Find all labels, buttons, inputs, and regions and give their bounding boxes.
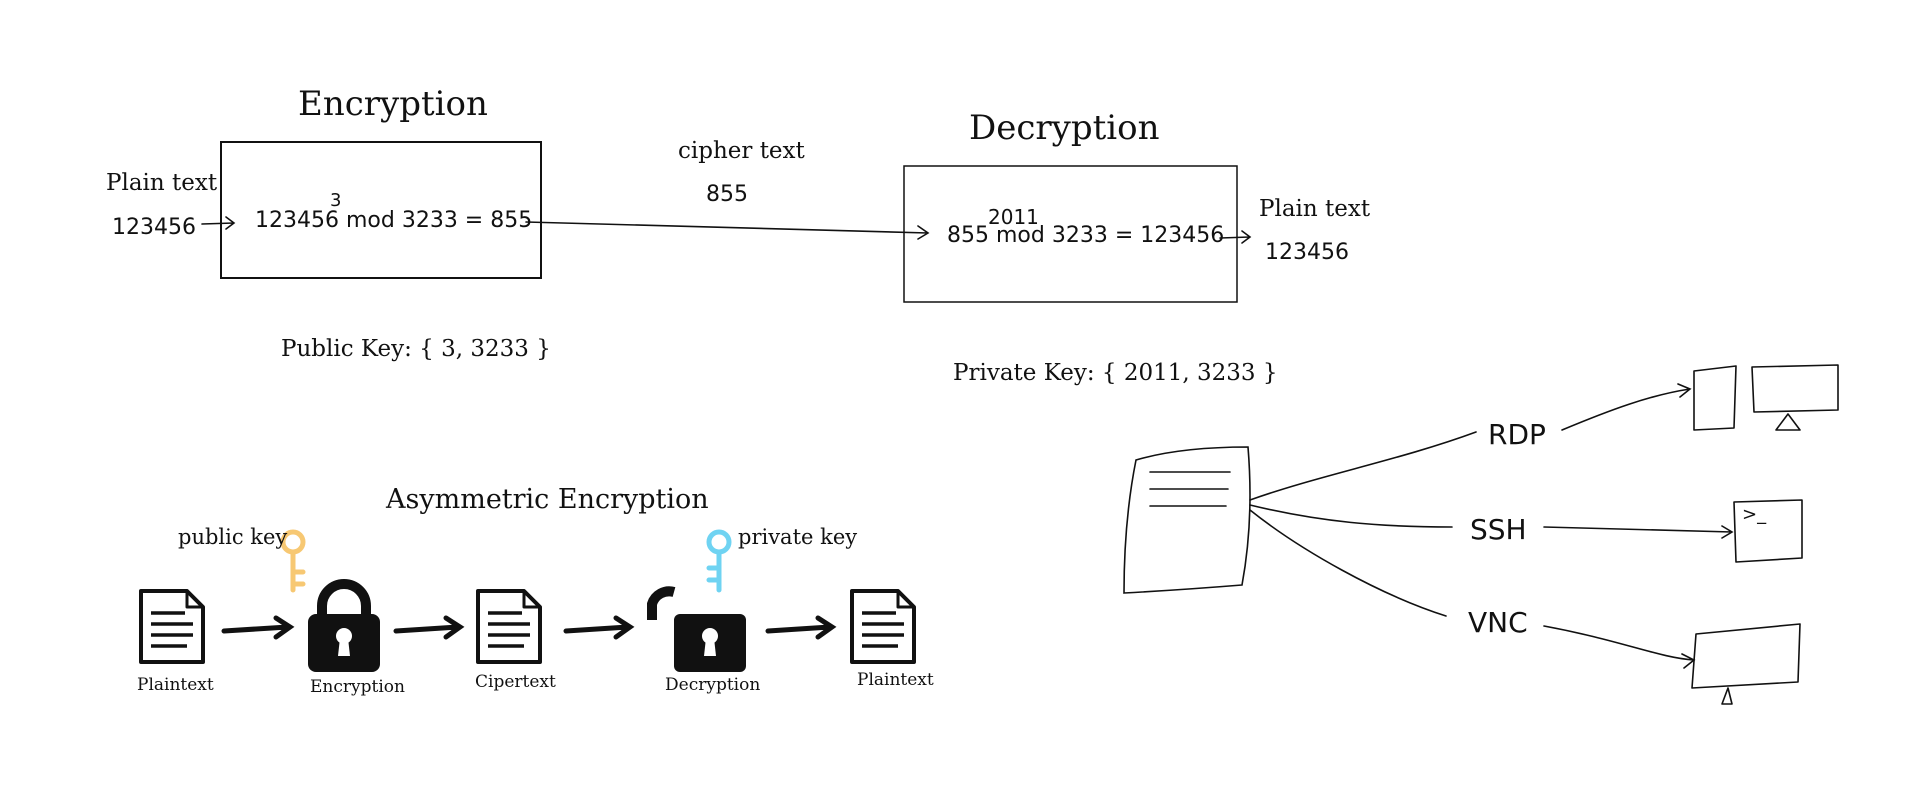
encryption-box [220,141,542,279]
connector-rdp [1249,431,1477,501]
arrow-vnc [1543,625,1696,669]
asymmetric-title: Asymmetric Encryption [386,484,709,515]
encryption-formula: 123456 mod 3233 = 855 [255,208,533,233]
key-icon-private [706,529,732,593]
public-key-caption: public key [178,525,288,549]
server-document-icon [1123,446,1251,594]
document-icon-plaintext-result [850,589,916,664]
ciphertext-arrow [525,221,930,240]
flow-arrow-4 [765,615,837,640]
plaintext-input-value: 123456 [112,215,196,240]
decryption-exponent: 2011 [988,205,1039,229]
plaintext-output-label: Plain text [1259,196,1371,222]
flow-arrow-3 [563,615,635,640]
terminal-window-icon [1733,499,1803,563]
step-label-plaintext-result: Plaintext [857,670,934,690]
step-label-encryption: Encryption [310,677,405,697]
connector-vnc [1249,509,1447,617]
plaintext-output-value: 123456 [1265,240,1349,265]
lock-open-icon [647,586,746,672]
flow-arrow-2 [393,615,465,640]
key-icon-public [280,529,306,593]
public-key-label: Public Key: { 3, 3233 } [281,336,551,362]
plaintext-input-label: Plain text [106,170,218,196]
protocol-vnc: VNC [1468,606,1528,639]
document-icon-ciphertext [476,589,542,664]
cipher-text-value: 855 [706,182,748,207]
cipher-text-label: cipher text [678,138,805,164]
tower-pc-icon [1693,365,1737,431]
monitor-icon [1691,623,1801,705]
terminal-prompt-icon: >_ [1742,504,1767,525]
decryption-title: Decryption [969,108,1160,148]
flow-arrow-1 [221,615,295,640]
encryption-title: Encryption [298,84,488,124]
desktop-monitor-icon [1751,364,1839,431]
plaintext-in-arrow [201,216,236,230]
decryption-box [903,165,1238,303]
protocol-rdp: RDP [1488,418,1546,451]
step-label-plaintext: Plaintext [137,675,214,695]
protocol-ssh: SSH [1470,513,1527,546]
private-key-caption: private key [738,525,858,549]
lock-closed-icon [308,579,380,672]
step-label-decryption: Decryption [665,675,761,695]
plaintext-out-arrow [1219,230,1252,244]
step-label-ciphertext: Cipertext [475,672,556,692]
private-key-label: Private Key: { 2011, 3233 } [953,360,1278,386]
decryption-formula: 855 mod 3233 = 123456 [947,223,1225,248]
document-icon-plaintext [139,589,205,664]
arrow-ssh [1543,525,1734,539]
connector-ssh [1249,504,1453,528]
encryption-exponent: 3 [330,190,342,211]
arrow-rdp [1561,383,1692,431]
